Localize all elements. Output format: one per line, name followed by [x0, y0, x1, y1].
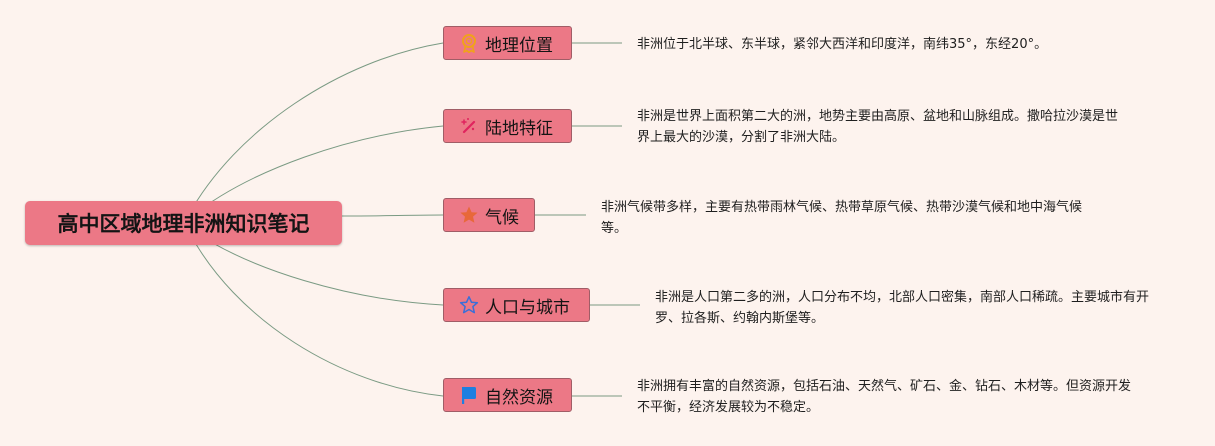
root-topic[interactable]: 高中区域地理非洲知识笔记 [25, 201, 342, 245]
star-icon [459, 205, 479, 225]
topic-label: 人口与城市 [485, 297, 570, 318]
topic-label: 自然资源 [485, 387, 553, 408]
note-geographic-location: 非洲位于北半球、东半球，紧邻大西洋和印度洋，南纬35°，东经20°。 [637, 37, 1048, 52]
topic-land-features[interactable]: 陆地特征 [443, 109, 572, 143]
topic-population-cities[interactable]: 人口与城市 [443, 288, 590, 322]
root-to-land-connector [191, 125, 444, 217]
root-to-climate-connector [341, 214, 444, 217]
root-to-location-connector [187, 42, 444, 217]
topic-label: 气候 [485, 207, 519, 228]
magic-wand-icon [459, 116, 479, 136]
note-population-cities: 非洲是人口第二多的洲，人口分布不均，北部人口密集，南部人口稀疏。主要城市有开罗、… [655, 290, 1150, 326]
star-outline-icon [459, 295, 479, 315]
flag-icon [459, 385, 479, 405]
topic-geographic-location[interactable]: 地理位置 [443, 26, 572, 60]
topic-natural-resources[interactable]: 自然资源 [443, 378, 572, 412]
root-topic-title: 高中区域地理非洲知识笔记 [57, 212, 310, 236]
note-natural-resources: 非洲拥有丰富的自然资源，包括石油、天然气、矿石、金、钻石、木材等。但资源开发不平… [637, 379, 1132, 415]
award-ribbon-icon [459, 33, 479, 53]
topic-climate[interactable]: 气候 [443, 198, 535, 232]
topic-label: 陆地特征 [485, 118, 553, 139]
root-to-resources-connector [187, 229, 444, 397]
topic-label: 地理位置 [485, 35, 553, 56]
note-land-features: 非洲是世界上面积第二大的洲，地势主要由高原、盆地和山脉组成。撒哈拉沙漠是世界上最… [637, 109, 1119, 145]
note-climate: 非洲气候带多样，主要有热带雨林气候、热带草原气候、热带沙漠气候和地中海气候等。 [601, 200, 1083, 236]
